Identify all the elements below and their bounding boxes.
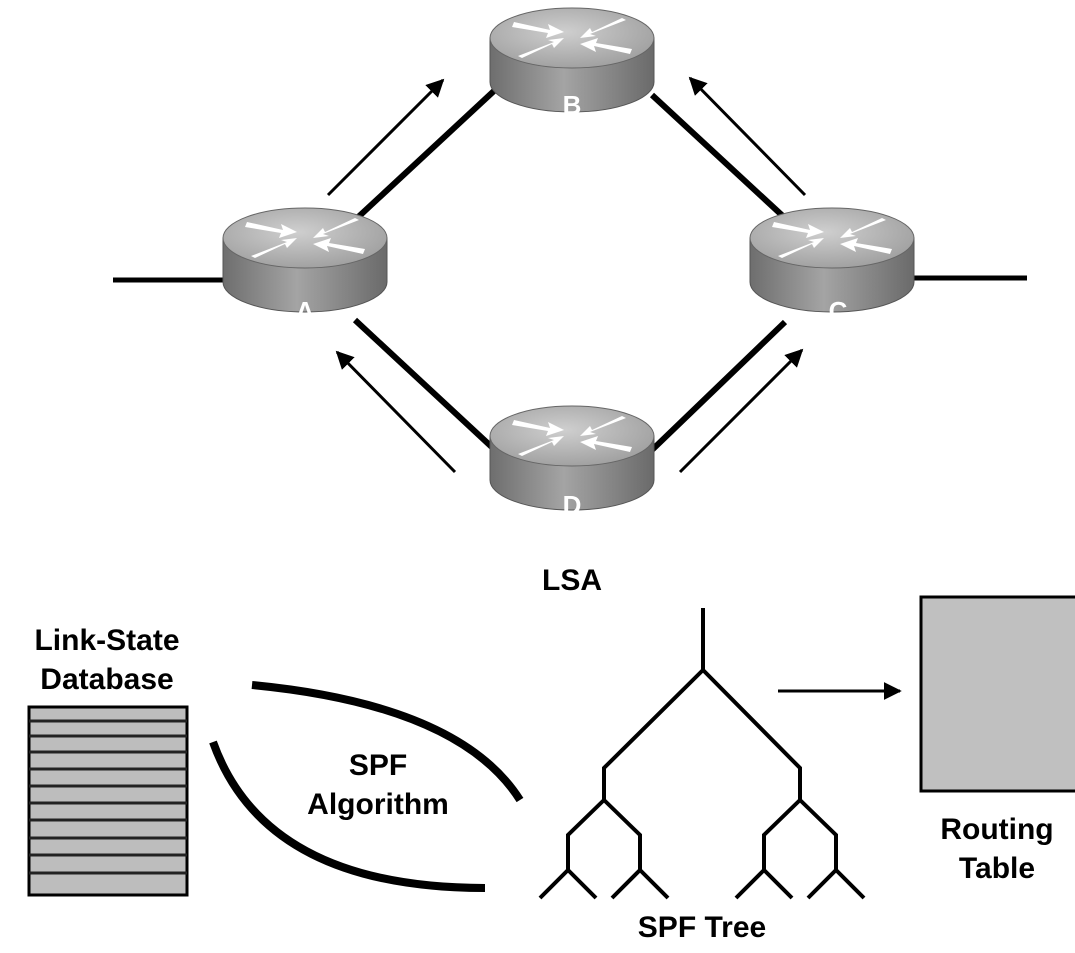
router-b-label: B	[563, 90, 582, 120]
spf-tree	[538, 608, 866, 900]
link-a-d	[352, 317, 498, 453]
link-state-database	[27, 705, 189, 897]
database-title-line1: Link-State	[34, 624, 179, 657]
spf-arc-lower	[209, 740, 486, 892]
algorithm-label-line1: SPF	[349, 749, 407, 782]
lsa-arrow-c-to-b	[688, 76, 807, 197]
link-d-c	[649, 319, 788, 453]
router-c-label: C	[829, 296, 848, 326]
router-d: D	[489, 405, 655, 520]
router-a-label: A	[296, 296, 315, 326]
database-title-line2: Database	[40, 663, 173, 696]
spf-tree-label: SPF Tree	[638, 911, 766, 944]
link-a-b	[352, 87, 498, 223]
lsa-arrow-a-to-b	[326, 78, 445, 197]
spf-arc-upper	[251, 681, 524, 803]
router-d-label: D	[563, 490, 582, 520]
lsa-arrow-d-to-c	[678, 348, 804, 474]
routing-table-box	[919, 595, 1075, 793]
link-b-c	[649, 92, 788, 221]
router-a: A	[222, 207, 388, 326]
lsa-arrow-d-to-a	[335, 350, 457, 474]
router-b: B	[489, 7, 655, 120]
router-c: C	[749, 207, 915, 326]
algorithm-label-line2: Algorithm	[307, 788, 449, 821]
lsa-label: LSA	[542, 564, 602, 597]
routing-table-label-line2: Table	[959, 852, 1035, 885]
routing-table-label-line1: Routing	[940, 813, 1053, 846]
